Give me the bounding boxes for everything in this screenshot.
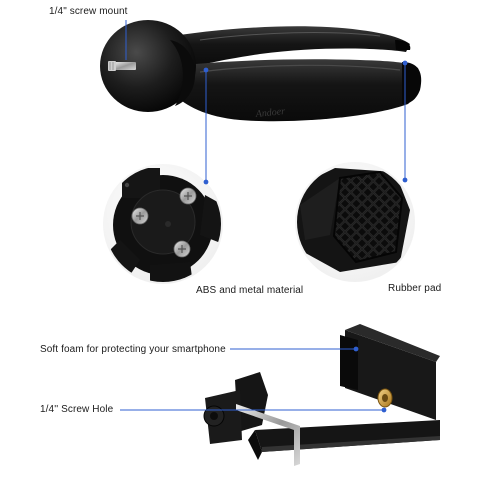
label-screw-mount: 1/4" screw mount bbox=[49, 6, 128, 17]
detail-circle-rubber-pad bbox=[295, 162, 415, 282]
phone-holder bbox=[203, 324, 440, 466]
tripod-top-view bbox=[100, 20, 422, 122]
brand-mark: Andoer bbox=[254, 106, 286, 120]
detail-circle-abs-metal bbox=[103, 164, 223, 284]
label-rubber-pad: Rubber pad bbox=[388, 283, 442, 294]
label-screw-hole: 1/4'' Screw Hole bbox=[40, 404, 114, 415]
label-soft-foam: Soft foam for protecting your smartphone bbox=[40, 344, 226, 355]
label-abs-metal: ABS and metal material bbox=[196, 285, 304, 296]
